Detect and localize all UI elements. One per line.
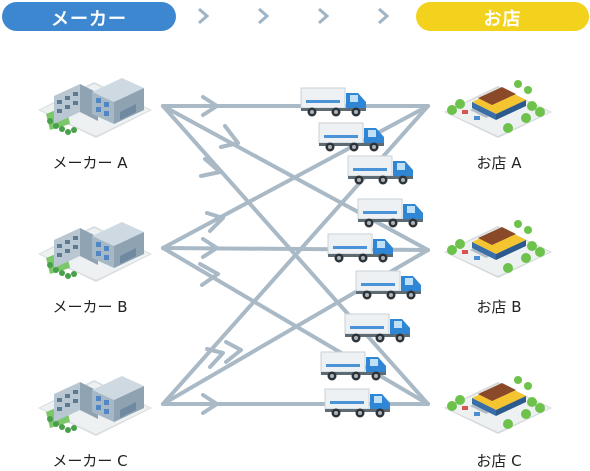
arrow-icon <box>219 124 240 149</box>
truck-icon <box>355 269 423 305</box>
chevron-right-icon <box>378 7 390 25</box>
route-maker-b-store-a <box>161 104 430 250</box>
truck-icon <box>300 86 368 122</box>
truck-icon <box>320 350 388 386</box>
store-icon <box>444 80 552 138</box>
truck-icon <box>347 154 415 190</box>
arrow-icon <box>201 95 219 117</box>
maker-label: メーカー C <box>52 452 128 470</box>
factory-icon <box>38 376 152 436</box>
factory-icon <box>38 222 152 282</box>
store-label: お店 B <box>476 298 522 316</box>
store-label: お店 A <box>476 154 522 172</box>
maker-header-label: メーカー <box>51 9 127 30</box>
arrow-icon <box>199 157 222 178</box>
truck-icon <box>318 121 386 157</box>
store-header-label: お店 <box>483 9 522 30</box>
arrow-icon <box>198 262 220 287</box>
chevron-right-icon <box>258 7 270 25</box>
chevron-right-icon <box>318 7 330 25</box>
store-icon <box>444 220 552 278</box>
store-icon <box>444 376 552 434</box>
arrow-icon <box>224 340 243 364</box>
chevron-right-icon <box>198 7 210 25</box>
maker-header: メーカー <box>2 2 176 31</box>
arrow-icon <box>201 393 219 415</box>
arrow-icon <box>205 211 225 233</box>
store-header: お店 <box>416 2 589 31</box>
truck-icon <box>344 312 412 348</box>
maker-label: メーカー B <box>52 298 128 316</box>
truck-icon <box>357 197 425 233</box>
maker-label: メーカー A <box>52 154 128 172</box>
arrow-icon <box>201 237 219 259</box>
truck-icon <box>324 387 392 423</box>
store-label: お店 C <box>476 452 522 470</box>
factory-icon <box>38 78 152 138</box>
arrow-icon <box>205 347 225 369</box>
truck-icon <box>327 232 395 268</box>
